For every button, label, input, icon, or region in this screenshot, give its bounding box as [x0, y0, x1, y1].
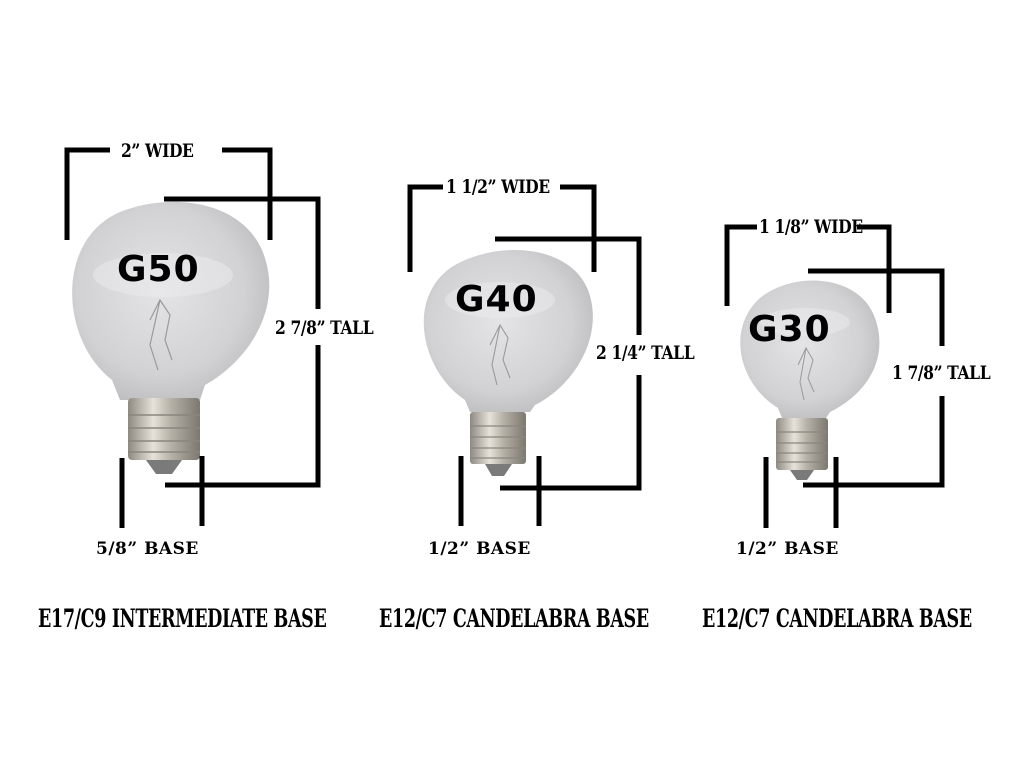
g40-width-label: 1 1/2” WIDE — [446, 176, 550, 198]
g30-width-label: 1 1/8” WIDE — [759, 216, 863, 238]
g30-base-type-label: E12/C7 CANDELABRA BASE — [702, 604, 972, 633]
g50-height-label: 2 7/8” TALL — [275, 317, 374, 339]
g50-model-label: G50 — [117, 249, 200, 290]
g50-base-type-label: E17/C9 INTERMEDIATE BASE — [38, 604, 327, 633]
g30-base-width-label: 1/2” BASE — [736, 539, 839, 559]
bulb-g50-illustration — [72, 201, 270, 474]
g30-dimension-lines — [724, 224, 945, 528]
g30-height-label: 1 7/8” TALL — [892, 362, 991, 384]
bulb-g40-illustration — [423, 250, 593, 476]
bulb-g30-illustration — [740, 280, 880, 480]
g50-dimension-lines — [64, 147, 321, 528]
g50-width-label: 2” WIDE — [121, 140, 194, 162]
g30-model-label: G30 — [748, 309, 831, 350]
g40-model-label: G40 — [455, 279, 538, 320]
g40-base-type-label: E12/C7 CANDELABRA BASE — [379, 604, 649, 633]
g40-base-width-label: 1/2” BASE — [428, 539, 531, 559]
g50-base-width-label: 5/8” BASE — [96, 539, 199, 559]
g40-dimension-lines — [407, 184, 642, 526]
g40-height-label: 2 1/4” TALL — [596, 342, 695, 364]
